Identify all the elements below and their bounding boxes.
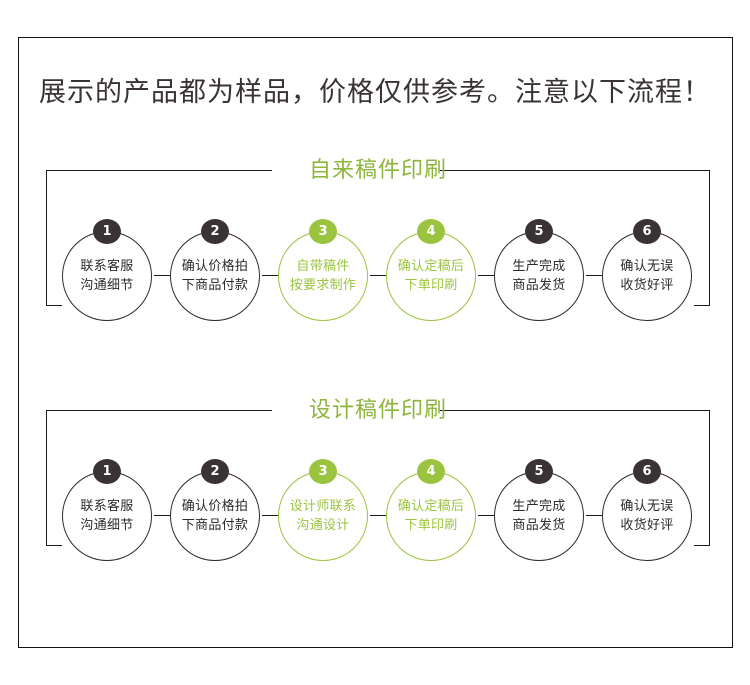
step-number-badge: 5 <box>525 459 553 484</box>
step-text-line1: 确认无误 <box>620 259 674 274</box>
step-number-badge: 6 <box>633 219 661 244</box>
step-connector <box>370 275 387 276</box>
step-connector <box>262 515 279 516</box>
bracket-top-line-left <box>46 410 272 411</box>
step-connector <box>586 515 603 516</box>
page-headline: 展示的产品都为样品，价格仅供参考。注意以下流程！ <box>39 77 711 108</box>
flow-section-self-supplied: 自来稿件印刷 联系客服 沟通细节 1 确认价格拍 下商品付款 2 <box>46 155 710 345</box>
step-circle: 确认价格拍 下商品付款 <box>170 231 260 321</box>
step-number-badge: 3 <box>309 219 337 244</box>
step-text-line1: 自带稿件 <box>296 259 350 274</box>
step-text-line1: 生产完成 <box>512 499 566 514</box>
step-number-badge: 5 <box>525 219 553 244</box>
bracket-side-right <box>709 170 710 305</box>
flow-section-designed: 设计稿件印刷 联系客服 沟通细节 1 确认价格拍 下商品付款 2 <box>46 395 710 585</box>
step-connector <box>154 515 171 516</box>
flow-step[interactable]: 确认定稿后 下单印刷 4 <box>386 215 478 345</box>
step-number-badge: 4 <box>417 219 445 244</box>
step-text-line2: 收货好评 <box>620 518 674 533</box>
step-text-line2: 下商品付款 <box>181 518 249 533</box>
step-connector <box>478 275 495 276</box>
flow-step[interactable]: 生产完成 商品发货 5 <box>494 455 586 585</box>
step-circle: 确认无误 收货好评 <box>602 471 692 561</box>
step-connector <box>478 515 495 516</box>
step-circle: 设计师联系 沟通设计 <box>278 471 368 561</box>
step-circle: 生产完成 商品发货 <box>494 231 584 321</box>
flow-step[interactable]: 确认定稿后 下单印刷 4 <box>386 455 478 585</box>
flow-step[interactable]: 设计师联系 沟通设计 3 <box>278 455 370 585</box>
outer-border <box>18 37 733 648</box>
bracket-top-line-left <box>46 170 272 171</box>
step-number-badge: 1 <box>93 459 121 484</box>
step-text-line2: 沟通细节 <box>80 518 134 533</box>
bracket-top-line-right <box>440 410 710 411</box>
step-text-line2: 按要求制作 <box>289 278 357 293</box>
steps-row: 联系客服 沟通细节 1 确认价格拍 下商品付款 2 设计师联系 沟通设计 3 <box>62 455 694 585</box>
flow-step[interactable]: 联系客服 沟通细节 1 <box>62 215 154 345</box>
bracket-side-right <box>709 410 710 545</box>
step-number-badge: 2 <box>201 459 229 484</box>
bracket-stub-left <box>46 305 62 306</box>
flow-step[interactable]: 确认无误 收货好评 6 <box>602 215 694 345</box>
step-text-line1: 设计师联系 <box>289 499 357 514</box>
step-text-line1: 确认定稿后 <box>397 259 465 274</box>
flow-step[interactable]: 确认价格拍 下商品付款 2 <box>170 215 262 345</box>
step-number-badge: 2 <box>201 219 229 244</box>
step-text-line1: 确认无误 <box>620 499 674 514</box>
section-title: 设计稿件印刷 <box>308 398 447 423</box>
bracket-stub-right <box>694 545 710 546</box>
section-title: 自来稿件印刷 <box>308 158 447 183</box>
bracket-top-line-right <box>440 170 710 171</box>
step-text-line1: 确认定稿后 <box>397 499 465 514</box>
step-text-line2: 沟通细节 <box>80 278 134 293</box>
step-circle: 确认价格拍 下商品付款 <box>170 471 260 561</box>
step-text-line2: 沟通设计 <box>296 518 350 533</box>
step-number-badge: 4 <box>417 459 445 484</box>
bracket-stub-right <box>694 305 710 306</box>
bracket-side-left <box>46 410 47 545</box>
flow-step[interactable]: 确认价格拍 下商品付款 2 <box>170 455 262 585</box>
step-circle: 确认定稿后 下单印刷 <box>386 231 476 321</box>
step-number-badge: 6 <box>633 459 661 484</box>
step-circle: 生产完成 商品发货 <box>494 471 584 561</box>
flow-step[interactable]: 生产完成 商品发货 5 <box>494 215 586 345</box>
step-text-line2: 商品发货 <box>512 518 566 533</box>
step-number-badge: 1 <box>93 219 121 244</box>
step-connector <box>586 275 603 276</box>
steps-row: 联系客服 沟通细节 1 确认价格拍 下商品付款 2 自带稿件 按要求制作 3 <box>62 215 694 345</box>
flow-step[interactable]: 联系客服 沟通细节 1 <box>62 455 154 585</box>
step-circle: 自带稿件 按要求制作 <box>278 231 368 321</box>
step-text-line1: 联系客服 <box>80 259 134 274</box>
step-number-badge: 3 <box>309 459 337 484</box>
step-text-line1: 生产完成 <box>512 259 566 274</box>
step-text-line2: 下单印刷 <box>404 518 458 533</box>
step-text-line2: 下商品付款 <box>181 278 249 293</box>
bracket-side-left <box>46 170 47 305</box>
step-circle: 确认定稿后 下单印刷 <box>386 471 476 561</box>
step-circle: 确认无误 收货好评 <box>602 231 692 321</box>
flow-step[interactable]: 自带稿件 按要求制作 3 <box>278 215 370 345</box>
bracket-stub-left <box>46 545 62 546</box>
step-circle: 联系客服 沟通细节 <box>62 471 152 561</box>
step-text-line1: 确认价格拍 <box>181 499 249 514</box>
step-circle: 联系客服 沟通细节 <box>62 231 152 321</box>
step-text-line1: 确认价格拍 <box>181 259 249 274</box>
step-text-line2: 下单印刷 <box>404 278 458 293</box>
step-connector <box>154 275 171 276</box>
step-connector <box>370 515 387 516</box>
flow-step[interactable]: 确认无误 收货好评 6 <box>602 455 694 585</box>
step-text-line2: 收货好评 <box>620 278 674 293</box>
step-text-line2: 商品发货 <box>512 278 566 293</box>
step-text-line1: 联系客服 <box>80 499 134 514</box>
step-connector <box>262 275 279 276</box>
